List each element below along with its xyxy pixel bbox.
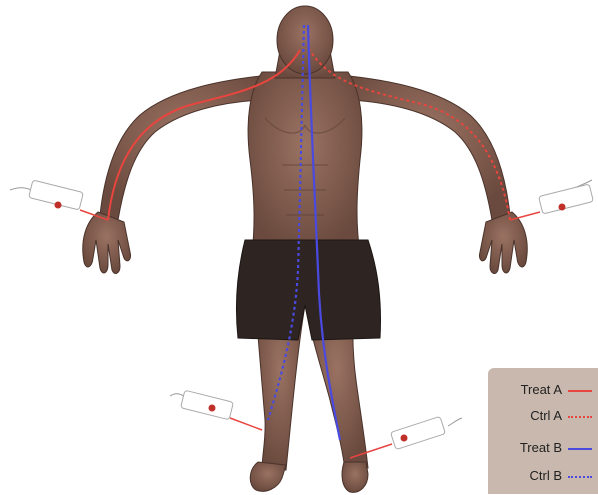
legend-swatch-dotted-blue	[568, 476, 592, 478]
legend-swatch-solid-blue	[568, 448, 592, 450]
legend-label: Ctrl B	[530, 468, 563, 483]
legend-swatch-dotted-red	[568, 416, 592, 418]
legend-label: Ctrl A	[530, 408, 562, 423]
left-foot	[250, 462, 286, 491]
legend-label: Treat A	[521, 382, 562, 397]
legend-item-treat-b: Treat B	[488, 438, 598, 458]
legend-swatch-solid-red	[568, 390, 592, 392]
electrode-left-wrist	[10, 180, 108, 220]
legend-label: Treat B	[520, 440, 562, 455]
shorts	[236, 240, 380, 340]
right-arm	[340, 75, 510, 220]
torso	[248, 72, 362, 255]
head	[277, 6, 333, 74]
left-hand	[83, 212, 131, 273]
legend-item-ctrl-b: Ctrl B	[488, 466, 598, 486]
legend-item-ctrl-a: Ctrl A	[488, 406, 598, 426]
left-arm	[100, 75, 270, 220]
electrode-right-wrist	[510, 180, 593, 220]
right-hand	[480, 212, 528, 273]
electrode-left-ankle	[170, 390, 262, 430]
right-foot	[342, 462, 368, 492]
legend: Treat A Ctrl A Treat B Ctrl B	[488, 368, 598, 494]
electrode-right-ankle	[350, 416, 462, 458]
legend-item-treat-a: Treat A	[488, 380, 598, 400]
